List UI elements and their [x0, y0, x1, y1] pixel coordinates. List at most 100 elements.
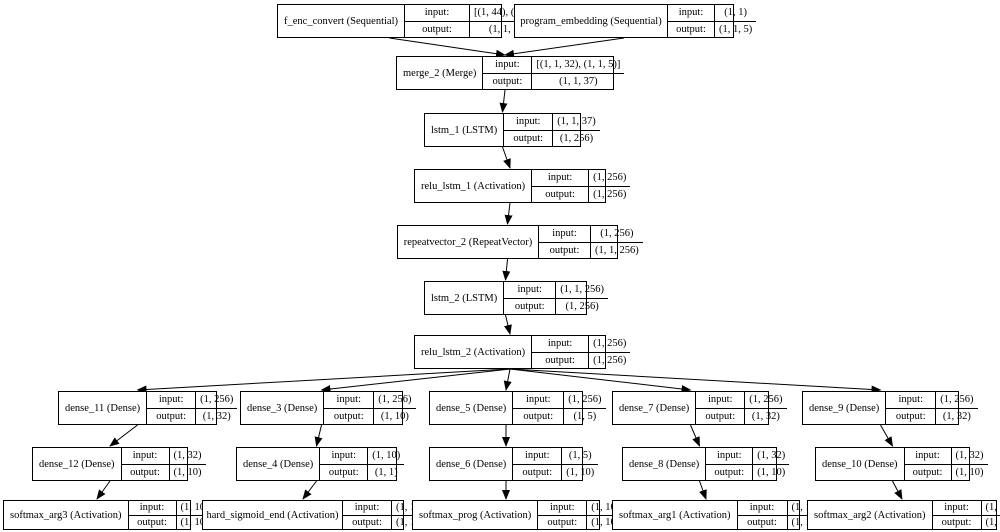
input-shape: (1, 32)	[955, 450, 984, 462]
output-label: output:	[696, 408, 746, 424]
layer-shapes: input:(1, 256)output:(1, 256)	[532, 336, 631, 368]
output-shape: (1, 1, 32)	[488, 23, 528, 35]
layer-shapes: input:(1, 10)output:(1, 1)	[320, 448, 405, 480]
layer-name: f_enc_convert (Sequential)	[278, 5, 405, 37]
input-row: input:(1, 10)	[129, 501, 213, 515]
output-row: output:(1, 1)	[343, 514, 423, 529]
layer-shapes: input:(1, 32)output:(1, 10)	[706, 448, 790, 480]
layer-node-dense-10: dense_10 (Dense)input:(1, 32)output:(1, …	[815, 447, 988, 481]
layer-name: program_embedding (Sequential)	[515, 5, 668, 37]
layer-name: softmax_arg3 (Activation)	[4, 501, 129, 529]
edge-prog-emb-to-merge-2	[504, 37, 625, 58]
output-label: output:	[513, 464, 563, 480]
layer-name: dense_8 (Dense)	[623, 448, 707, 480]
input-label: input:	[343, 501, 392, 515]
input-shape: (1, 10)	[591, 502, 620, 514]
layer-shapes: input:(1, 10)output:(1, 10)	[737, 501, 824, 529]
layer-shapes: input:(1, 256)output:(1, 256)	[532, 170, 631, 202]
output-shape: (1, 1, 37)	[559, 75, 598, 87]
layer-name: dense_4 (Dense)	[237, 448, 321, 480]
layer-shapes: input:(1, 256)output: (1, 32)	[147, 392, 238, 424]
input-shape: (1, 5)	[568, 450, 592, 462]
output-shape: (1, 1, 5)	[719, 23, 753, 35]
output-shape: (1, 10)	[757, 466, 786, 478]
layer-node-dense-9: dense_9 (Dense)input:(1, 256)output:(1, …	[802, 391, 978, 425]
layer-name: dense_12 (Dense)	[33, 448, 122, 480]
layer-node-dense-6: dense_6 (Dense)input:(1, 5)output:(1, 10…	[429, 447, 599, 481]
layer-shapes: input:[(1, 1, 32), (1, 1, 5)]output:(1, …	[483, 57, 625, 89]
input-shape: (1, 32)	[173, 450, 202, 462]
layer-node-merge-2: merge_2 (Merge)input:[(1, 1, 32), (1, 1,…	[396, 56, 625, 90]
output-row: output:(1, 32)	[886, 407, 978, 424]
output-row: output:(1, 256)	[532, 185, 631, 202]
edge-relu-lstm-2-to-dense-7	[509, 368, 692, 393]
output-label: output:	[539, 242, 591, 258]
output-row: output:(1, 32)	[696, 407, 787, 424]
output-label: output:	[933, 515, 982, 529]
output-label: output:	[668, 21, 715, 37]
output-shape: (1, 256)	[559, 132, 594, 144]
output-label: output:	[147, 408, 197, 424]
input-row: input:(1, 10)	[933, 501, 1000, 515]
output-shape: (1, 1, 256)	[595, 244, 639, 256]
layer-name: dense_10 (Dense)	[816, 448, 905, 480]
edge-dense-10-to-softmax-arg2	[892, 480, 903, 500]
layer-shapes: input:(1, 256)output:(1, 32)	[886, 392, 978, 424]
edge-dense-12-to-softmax-arg3	[96, 480, 111, 500]
layer-shapes: input:(1, 256)output:(1, 10)	[324, 392, 416, 424]
layer-node-softmax-arg1: softmax_arg1 (Activation)input:(1, 10)ou…	[612, 500, 824, 530]
layer-node-softmax-arg3: softmax_arg3 (Activation)input:(1, 10)ou…	[3, 500, 213, 530]
input-shape: (1, 10)	[372, 450, 401, 462]
layer-name: merge_2 (Merge)	[397, 57, 484, 89]
input-shape: [(1, 44), (1, 30)]	[474, 7, 543, 19]
layer-node-relu-lstm-2: relu_lstm_2 (Activation)input:(1, 256)ou…	[414, 335, 631, 369]
output-row: output:(1, 256)	[532, 351, 631, 368]
input-label: input:	[504, 114, 554, 130]
edge-relu-lstm-2-to-dense-11	[136, 368, 511, 394]
edge-relu-lstm-1-to-repeatvector-2	[504, 202, 513, 225]
input-label: input:	[129, 501, 177, 515]
output-row: output:(1, 1)	[320, 463, 405, 480]
layer-node-dense-8: dense_8 (Dense)input:(1, 32)output:(1, 1…	[622, 447, 790, 481]
edge-relu-lstm-2-to-dense-9	[509, 368, 882, 394]
input-label: input:	[513, 448, 563, 464]
input-label: input:	[122, 448, 170, 464]
edge-repeatvector-2-to-lstm-2	[502, 258, 511, 281]
layer-name: dense_3 (Dense)	[241, 392, 325, 424]
input-row: input:(1, 10)	[538, 501, 623, 515]
edge-dense-8-to-softmax-arg1	[699, 480, 707, 500]
output-row: output:(1, 10)	[706, 463, 790, 480]
input-label: input:	[147, 392, 197, 408]
input-row: input:(1, 32)	[706, 448, 789, 464]
layer-node-prog-emb: program_embedding (Sequential)input:(1, …	[514, 4, 757, 38]
layer-shapes: input:[(1, 44), (1, 30)]output:(1, 1, 32…	[405, 5, 547, 37]
layer-shapes: input:(1, 10)output:(1, 10)	[538, 501, 624, 529]
output-label: output:	[324, 408, 375, 424]
output-shape: (1, 1)	[396, 516, 419, 528]
input-row: input:(1, 1)	[668, 5, 756, 21]
layer-shapes: input:(1, 32)output:(1, 10)	[904, 448, 988, 480]
layer-name: dense_6 (Dense)	[430, 448, 514, 480]
output-row: output:(1, 1, 37)	[483, 72, 625, 89]
layer-name: hard_sigmoid_end (Activation)	[203, 501, 343, 529]
output-shape: (1, 32)	[202, 410, 231, 422]
input-shape: (1, 1, 37)	[557, 116, 596, 128]
layer-node-f-enc: f_enc_convert (Sequential)input:[(1, 44)…	[277, 4, 547, 38]
edge-relu-lstm-2-to-dense-5	[503, 368, 512, 391]
output-row: output:(1, 10)	[128, 514, 213, 529]
layer-node-dense-7: dense_7 (Dense)input:(1, 256)output:(1, …	[612, 391, 787, 425]
input-shape: (1, 1)	[724, 7, 747, 19]
layer-name: repeatvector_2 (RepeatVector)	[398, 226, 539, 258]
edge-dense-11-to-dense-12	[109, 424, 138, 447]
input-row: input:(1, 1, 256)	[504, 282, 608, 298]
input-row: input:(1, 256)	[147, 392, 237, 408]
output-row: output:(1, 10)	[121, 463, 206, 480]
layer-node-repeatvector-2: repeatvector_2 (RepeatVector)input:(1, 2…	[397, 225, 643, 259]
output-shape: (1, 10)	[180, 516, 209, 528]
layer-name: relu_lstm_2 (Activation)	[415, 336, 533, 368]
input-label: input:	[886, 392, 937, 408]
output-label: output:	[320, 464, 369, 480]
output-label: output:	[706, 464, 754, 480]
output-label: output:	[129, 515, 177, 529]
